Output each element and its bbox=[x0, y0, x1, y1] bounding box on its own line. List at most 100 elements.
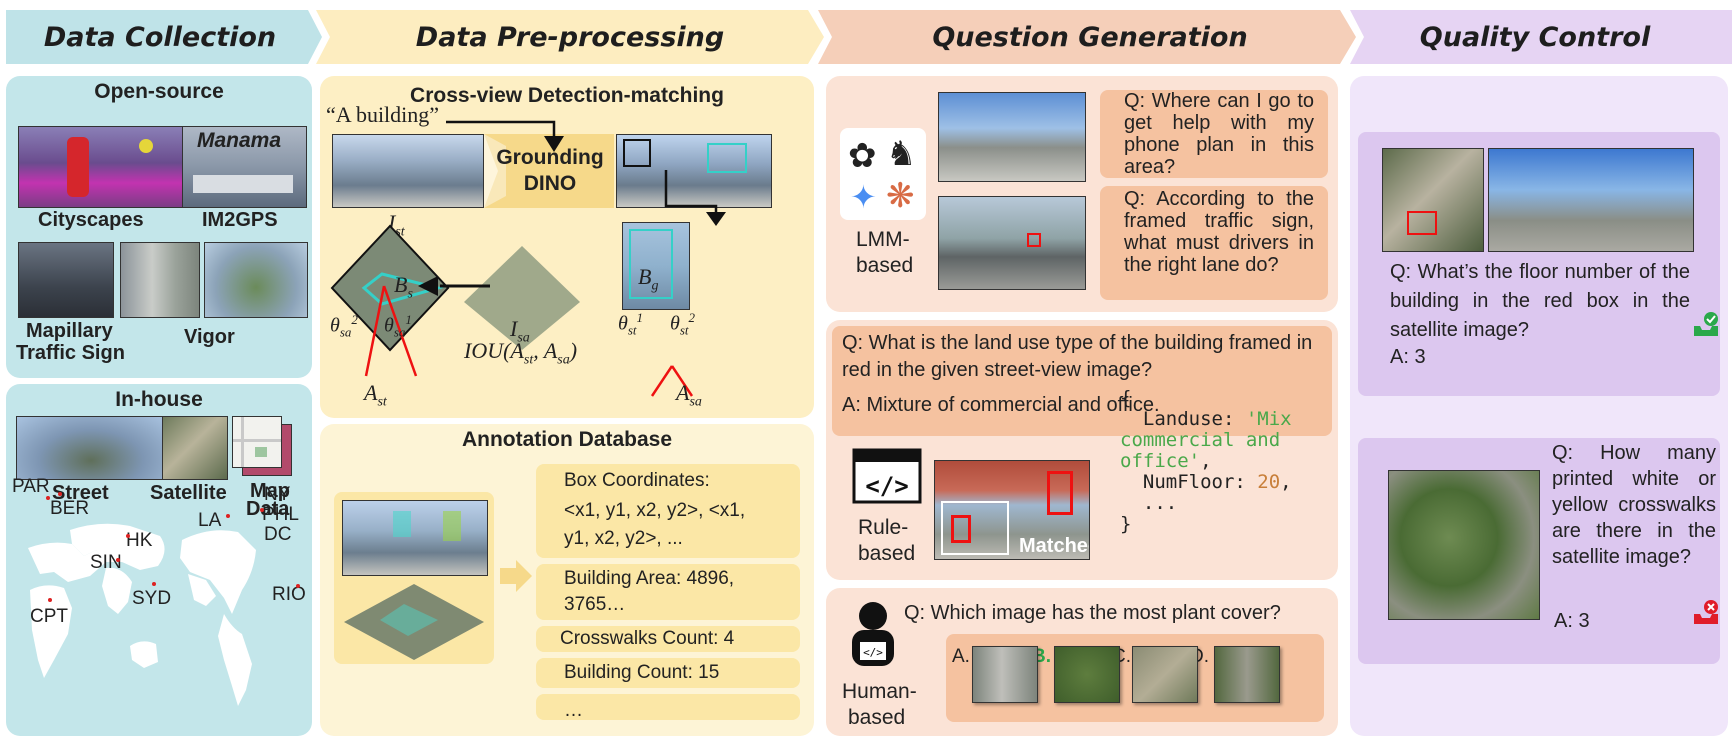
lmm-q2-box bbox=[1100, 186, 1328, 300]
open-source-title: Open-source bbox=[94, 80, 224, 103]
vigor-satellite-image bbox=[120, 242, 200, 318]
street-label: Street bbox=[52, 482, 109, 504]
lmm-image-1 bbox=[938, 92, 1086, 182]
code-block: { Landuse: 'Mix commercial and office', … bbox=[1120, 387, 1292, 535]
world-map bbox=[28, 523, 256, 706]
theta-sa-1: θsa1 bbox=[384, 312, 412, 340]
annotation-images bbox=[334, 492, 494, 664]
svg-text:</>: </> bbox=[865, 472, 908, 500]
anno-item: y1, x2, y2>, ... bbox=[564, 528, 683, 549]
satellite-image bbox=[162, 416, 228, 480]
lmm-q1-box bbox=[1100, 90, 1328, 178]
qc-card-fail: Q: How many printed white or yellow cros… bbox=[1358, 438, 1720, 664]
cross-view-geometry bbox=[330, 224, 694, 397]
anno-building-count bbox=[536, 658, 800, 688]
data-label: Data bbox=[246, 498, 290, 520]
annotation-panel: Annotation Database Box Coordinates: <x1… bbox=[320, 424, 814, 736]
qc-answer-2: A: 3 bbox=[1554, 610, 1590, 632]
city-dc: DC bbox=[264, 524, 292, 545]
openai-icon: ✿ bbox=[848, 137, 877, 175]
option-a-label: A. bbox=[952, 646, 970, 667]
theta-st-1: θst1 bbox=[618, 310, 643, 338]
detected-street-image bbox=[616, 134, 772, 208]
rule-answer: A: Mixture of commercial and office. bbox=[842, 394, 1160, 416]
dino-label: DINO bbox=[523, 172, 577, 195]
city-ny: NY bbox=[264, 484, 291, 505]
rule-panel: Q: What is the land use type of the buil… bbox=[826, 320, 1338, 580]
human-label-2: based bbox=[848, 706, 906, 729]
human-label-1: Human- bbox=[842, 680, 917, 703]
cityscapes-image bbox=[18, 126, 183, 208]
iou-label: IOU(Ast, Asa) bbox=[464, 338, 578, 368]
qc-answer-1: A: 3 bbox=[1390, 346, 1426, 368]
stage-arrows bbox=[6, 10, 1732, 64]
qc-question-1: Q: What’s the floor number of the buildi… bbox=[1390, 261, 1690, 341]
city-cpt: CPT bbox=[30, 606, 68, 627]
open-source-panel: Open-source Manama Cityscapes IM2GPS Map… bbox=[6, 76, 312, 378]
map-image bbox=[232, 416, 282, 468]
lmm-label-2: based bbox=[856, 254, 914, 277]
vigor-street-image bbox=[204, 242, 308, 318]
claude-icon: ❋ bbox=[886, 177, 915, 215]
mapillary-label: Mapillary bbox=[26, 320, 113, 342]
anno-crosswalks bbox=[536, 626, 800, 652]
b-g-label: Bg bbox=[638, 264, 659, 294]
annotated-satellite-image bbox=[344, 584, 484, 660]
lmm-image-2 bbox=[938, 196, 1086, 290]
option-a-image bbox=[972, 646, 1038, 703]
rule-qa-box bbox=[832, 326, 1332, 436]
anno-item: <x1, y1, x2, y2>, <x1, bbox=[564, 500, 746, 521]
im2gps-label: IM2GPS bbox=[202, 209, 278, 231]
city-dot bbox=[58, 492, 62, 496]
grounding-dino-shape bbox=[484, 134, 614, 208]
grounding-label: Grounding bbox=[496, 146, 604, 169]
stage-question-generation: Question Generation bbox=[932, 21, 1248, 53]
i-sa-label: Isa bbox=[510, 316, 530, 346]
cityscapes-label: Cityscapes bbox=[38, 209, 144, 231]
flow-arrow-icon bbox=[500, 560, 532, 592]
anno-item: Building Count: 15 bbox=[564, 662, 720, 683]
annotated-street-image bbox=[342, 500, 488, 576]
lmm-question-1: Q: Where can I go to get help with my ph… bbox=[1124, 90, 1314, 178]
anno-building-area bbox=[536, 564, 800, 620]
pass-check-icon bbox=[1694, 312, 1718, 336]
in-house-title: In-house bbox=[115, 388, 203, 411]
option-d-image bbox=[1214, 646, 1280, 703]
matched-label: Matched bbox=[1019, 535, 1089, 557]
rule-street-image: Matched bbox=[934, 460, 1090, 560]
annotation-title: Annotation Database bbox=[461, 428, 673, 451]
detection-arrows bbox=[446, 120, 726, 226]
city-dot bbox=[226, 514, 230, 518]
vigor-label: Vigor bbox=[184, 326, 235, 348]
lmm-logos: ✿ ♞ ✦ ❋ bbox=[840, 128, 926, 220]
rule-label-1: Rule- bbox=[858, 516, 909, 539]
map-label: Map bbox=[250, 480, 290, 502]
lmm-question-2: Q: According to the framed traffic sign,… bbox=[1124, 188, 1314, 276]
gemini-icon: ✦ bbox=[850, 179, 877, 215]
street-view-image bbox=[332, 134, 484, 208]
street-image bbox=[16, 416, 166, 480]
stage-quality-control: Quality Control bbox=[1419, 21, 1651, 53]
city-hk: HK bbox=[126, 530, 153, 551]
stage-data-collection: Data Collection bbox=[43, 21, 277, 53]
svg-text:</>: </> bbox=[863, 646, 883, 659]
traffic-sign-label: Traffic Sign bbox=[16, 342, 125, 364]
human-icon: </> bbox=[852, 602, 894, 666]
qc-card-pass: Q: What’s the floor number of the buildi… bbox=[1358, 132, 1720, 396]
city-dot bbox=[46, 496, 50, 500]
human-question: Q: Which image has the most plant cover? bbox=[904, 602, 1281, 624]
city-rio: RIO bbox=[272, 584, 306, 605]
code-window-icon: </> bbox=[852, 448, 922, 504]
qc-satellite-image bbox=[1382, 148, 1484, 252]
a-st-label: Ast bbox=[364, 380, 387, 410]
option-c-image bbox=[1132, 646, 1198, 703]
city-ber: BER bbox=[50, 498, 90, 519]
city-phl: PHL bbox=[262, 504, 299, 525]
cross-view-panel: Cross-view Detection-matching “A buildin… bbox=[320, 76, 814, 418]
llama-icon: ♞ bbox=[886, 135, 917, 173]
city-dot bbox=[48, 598, 52, 602]
stage-data-preprocessing: Data Pre-processing bbox=[415, 21, 725, 53]
city-dot bbox=[116, 558, 120, 562]
city-la: LA bbox=[198, 510, 222, 531]
b-s-label: Bs bbox=[394, 272, 413, 302]
